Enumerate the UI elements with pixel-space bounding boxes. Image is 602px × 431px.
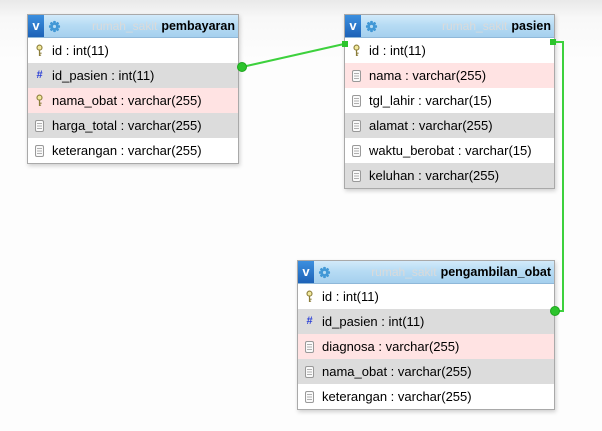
field-label: id_pasien : int(11) bbox=[52, 68, 155, 83]
field-label: keluhan : varchar(255) bbox=[369, 168, 500, 183]
column-icon bbox=[34, 144, 45, 157]
column-icon bbox=[351, 94, 362, 107]
field-label: id : int(11) bbox=[52, 43, 109, 58]
column-icon bbox=[304, 390, 315, 403]
field-row-pasien-id[interactable]: id : int(11) bbox=[345, 38, 554, 63]
field-label: keterangan : varchar(255) bbox=[52, 143, 202, 158]
primary-key-icon bbox=[34, 44, 45, 57]
field-label: nama : varchar(255) bbox=[369, 68, 487, 83]
field-row-pasien-nama[interactable]: nama : varchar(255) bbox=[345, 63, 554, 88]
field-row-pengambilan_obat-id[interactable]: id : int(11) bbox=[298, 284, 554, 309]
field-label: keterangan : varchar(255) bbox=[322, 389, 472, 404]
primary-key-icon bbox=[351, 44, 362, 57]
column-icon bbox=[304, 365, 315, 378]
field-row-pengambilan_obat-id_pasien[interactable]: # id_pasien : int(11) bbox=[298, 309, 554, 334]
toggle-view-icon[interactable]: v bbox=[298, 261, 314, 283]
table-name-label: pengambilan_obat bbox=[440, 265, 551, 279]
column-icon bbox=[351, 119, 362, 132]
field-label: tgl_lahir : varchar(15) bbox=[369, 93, 492, 108]
toggle-view-icon[interactable]: v bbox=[28, 15, 44, 37]
column-icon bbox=[351, 69, 362, 82]
field-row-pengambilan_obat-nama_obat[interactable]: nama_obat : varchar(255) bbox=[298, 359, 554, 384]
field-row-pembayaran-nama_obat[interactable]: nama_obat : varchar(255) bbox=[28, 88, 238, 113]
field-row-pembayaran-id_pasien[interactable]: # id_pasien : int(11) bbox=[28, 63, 238, 88]
field-label: nama_obat : varchar(255) bbox=[52, 93, 202, 108]
table-name-label: pasien bbox=[511, 19, 551, 33]
table-name-label: pembayaran bbox=[161, 19, 235, 33]
field-label: harga_total : varchar(255) bbox=[52, 118, 202, 133]
field-label: id : int(11) bbox=[322, 289, 379, 304]
field-label: id : int(11) bbox=[369, 43, 426, 58]
field-row-pasien-keluhan[interactable]: keluhan : varchar(255) bbox=[345, 163, 554, 188]
database-name-label: rumah_sakit bbox=[91, 19, 158, 33]
table-options-gear-icon[interactable] bbox=[365, 20, 378, 33]
index-hash-icon: # bbox=[36, 69, 43, 81]
field-row-pasien-tgl_lahir[interactable]: tgl_lahir : varchar(15) bbox=[345, 88, 554, 113]
field-label: alamat : varchar(255) bbox=[369, 118, 493, 133]
column-icon bbox=[34, 119, 45, 132]
field-row-pasien-alamat[interactable]: alamat : varchar(255) bbox=[345, 113, 554, 138]
field-row-pembayaran-harga_total[interactable]: harga_total : varchar(255) bbox=[28, 113, 238, 138]
column-icon bbox=[304, 340, 315, 353]
database-name-label: rumah_sakit bbox=[371, 265, 437, 279]
field-label: nama_obat : varchar(255) bbox=[322, 364, 472, 379]
table-options-gear-icon[interactable] bbox=[318, 266, 331, 279]
relation-line bbox=[241, 43, 345, 68]
table-options-gear-icon[interactable] bbox=[48, 20, 61, 33]
index-hash-icon: # bbox=[306, 315, 313, 327]
column-icon bbox=[351, 144, 362, 157]
field-row-pembayaran-id[interactable]: id : int(11) bbox=[28, 38, 238, 63]
toggle-view-icon[interactable]: v bbox=[345, 15, 361, 37]
field-row-pengambilan_obat-keterangan[interactable]: keterangan : varchar(255) bbox=[298, 384, 554, 409]
database-name-label: rumah_sakit bbox=[442, 19, 508, 33]
column-icon bbox=[351, 169, 362, 182]
primary-key-icon bbox=[304, 290, 315, 303]
field-row-pengambilan_obat-diagnosa[interactable]: diagnosa : varchar(255) bbox=[298, 334, 554, 359]
field-label: id_pasien : int(11) bbox=[322, 314, 425, 329]
field-row-pasien-waktu_berobat[interactable]: waktu_berobat : varchar(15) bbox=[345, 138, 554, 163]
primary-key-icon bbox=[34, 94, 45, 107]
field-label: diagnosa : varchar(255) bbox=[322, 339, 460, 354]
field-row-pembayaran-keterangan[interactable]: keterangan : varchar(255) bbox=[28, 138, 238, 163]
field-label: waktu_berobat : varchar(15) bbox=[369, 143, 532, 158]
